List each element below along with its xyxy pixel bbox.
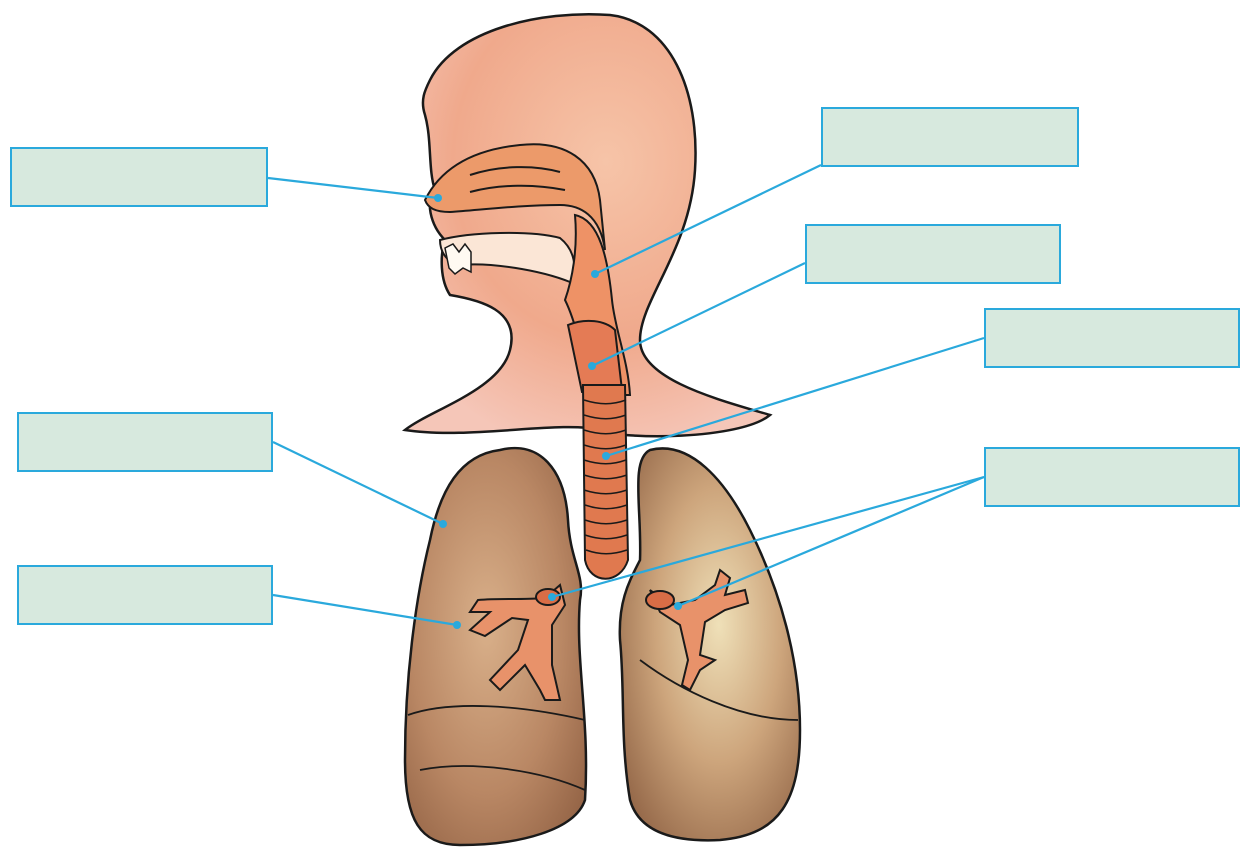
label-box-bronchi[interactable] xyxy=(984,447,1240,507)
label-box-pharynx[interactable] xyxy=(821,107,1079,167)
leader-line-nose xyxy=(268,178,438,198)
label-box-larynx[interactable] xyxy=(805,224,1061,284)
head-and-neck xyxy=(405,14,770,436)
label-box-bronchioles[interactable] xyxy=(17,565,273,625)
label-box-lungs[interactable] xyxy=(17,412,273,472)
trachea xyxy=(583,385,628,579)
left-lung xyxy=(405,448,586,845)
label-box-trachea[interactable] xyxy=(984,308,1240,368)
leader-line-lungs xyxy=(273,442,443,524)
label-box-nose[interactable] xyxy=(10,147,268,207)
right-lung xyxy=(620,448,800,840)
